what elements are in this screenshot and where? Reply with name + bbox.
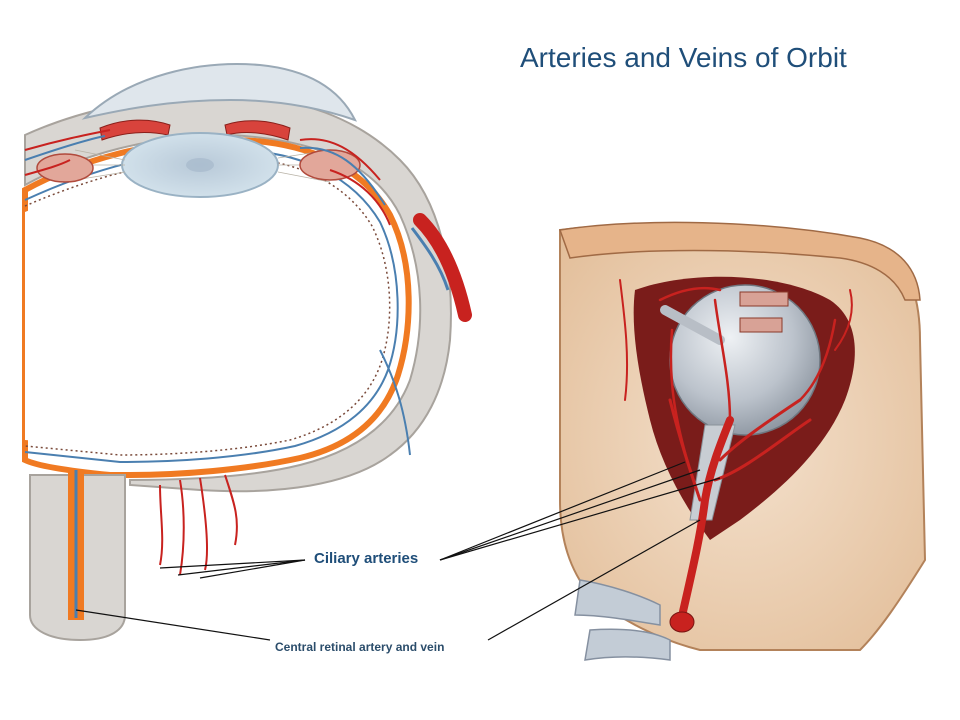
vorticose-vein	[410, 227, 450, 291]
ophthalmic-artery	[619, 279, 853, 629]
carotid-base-lower	[584, 628, 671, 661]
eyeball-section	[22, 63, 472, 642]
slide-title: Arteries and Veins of Orbit	[520, 42, 847, 73]
carotid-base	[574, 579, 661, 626]
cornea	[81, 63, 357, 122]
orbital-roof	[558, 221, 921, 301]
iris-right	[224, 120, 291, 141]
ciliary-body-left	[36, 153, 94, 183]
scleral-veins	[24, 135, 411, 456]
rectus-muscle-lower	[739, 317, 783, 333]
lens-center	[186, 158, 214, 172]
artery-origin	[669, 611, 695, 633]
vorticose-artery	[413, 213, 472, 322]
vitreous-body	[25, 166, 382, 447]
central-retinal-label: Central retinal artery and vein	[275, 640, 445, 654]
ciliary-arteries-label: Ciliary arteries	[314, 550, 419, 567]
orbit-dissection	[558, 221, 927, 661]
eyeball	[669, 284, 821, 436]
leader-lines	[75, 461, 721, 641]
rectus-muscle-upper	[739, 291, 789, 307]
ciliary-body-right	[299, 149, 361, 181]
oblique-muscle	[660, 305, 725, 345]
retina-dots	[24, 157, 391, 456]
